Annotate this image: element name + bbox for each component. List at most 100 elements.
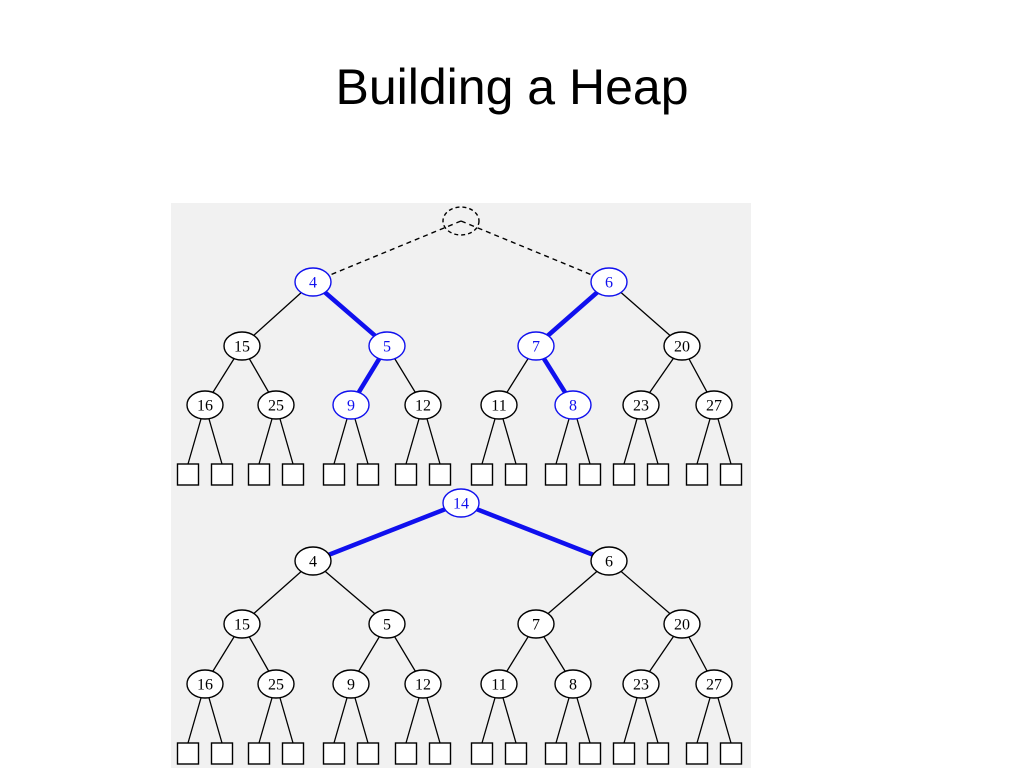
heap-node-circle — [442, 206, 480, 236]
heap-node-circle — [294, 267, 332, 297]
heap-node-circle — [368, 331, 406, 361]
heap-node-key: 8 — [569, 398, 577, 415]
heap-node-circle — [622, 390, 660, 420]
heap-node-circle — [257, 390, 295, 420]
heap-node-key: 15 — [234, 339, 250, 356]
external-leaf-box — [176, 463, 200, 486]
heap-edge — [312, 220, 462, 283]
heap-node: 15 — [223, 331, 261, 361]
external-leaf-box — [646, 742, 670, 765]
heap-node: 6 — [590, 267, 628, 297]
heap-node-key: 25 — [268, 677, 284, 694]
heap-edge — [312, 500, 462, 564]
external-leaf-box — [428, 463, 452, 486]
heap-node-key: 14 — [453, 496, 469, 513]
heap-node-key: 5 — [383, 617, 391, 634]
heap-node-key: 20 — [674, 617, 690, 634]
heap-node-circle — [404, 669, 442, 699]
heap-node-circle — [294, 546, 332, 576]
heap-node-circle — [223, 609, 261, 639]
external-leaf-box — [394, 742, 418, 765]
heap-node-circle — [663, 331, 701, 361]
heap-edge — [460, 220, 610, 283]
heap-edge — [460, 500, 610, 564]
external-leaf-box — [356, 463, 380, 486]
heap-node-key: 11 — [491, 398, 506, 415]
slide-title: Building a Heap — [335, 59, 689, 115]
external-leaf-box — [578, 463, 602, 486]
heap-node-circle — [223, 331, 261, 361]
heap-node-circle — [368, 609, 406, 639]
heap-node: 27 — [695, 669, 733, 699]
external-leaf-box — [719, 463, 743, 486]
external-leaf-box — [470, 742, 494, 765]
heap-node-circle — [695, 669, 733, 699]
external-leaf-box — [504, 463, 528, 486]
heap-node-key: 20 — [674, 339, 690, 356]
heap-node: 5 — [368, 609, 406, 639]
heap-node: 16 — [186, 669, 224, 699]
heap-node: 8 — [554, 390, 592, 420]
external-leaf-box — [281, 463, 305, 486]
heap-node-key: 27 — [706, 677, 722, 694]
external-leaf-box — [247, 463, 271, 486]
heap-node: 25 — [257, 669, 295, 699]
external-leaf-box — [578, 742, 602, 765]
heap-node: 4 — [294, 267, 332, 297]
heap-node-key: 12 — [415, 398, 431, 415]
heap-node-key: 8 — [569, 677, 577, 694]
heap-node-circle — [695, 390, 733, 420]
heap-node-key: 12 — [415, 677, 431, 694]
heap-node-circle — [554, 669, 592, 699]
heap-node-key: 9 — [347, 398, 355, 415]
external-leaf-box — [719, 742, 743, 765]
heap-node-circle — [480, 390, 518, 420]
heap-node: 20 — [663, 609, 701, 639]
heap-node: 12 — [404, 669, 442, 699]
heap-node: 4 — [294, 546, 332, 576]
heap-node-key: 4 — [309, 275, 317, 292]
heap-node-circle — [442, 488, 480, 518]
heap-node-key: 4 — [309, 554, 317, 571]
external-leaf-box — [685, 463, 709, 486]
heap-node-key: 15 — [234, 617, 250, 634]
external-leaf-box — [504, 742, 528, 765]
heap-node: 6 — [590, 546, 628, 576]
heap-node-key: 23 — [633, 677, 649, 694]
external-leaf-box — [210, 742, 234, 765]
heap-node: 9 — [332, 669, 370, 699]
external-leaf-box — [281, 742, 305, 765]
heap-node-key: 7 — [532, 617, 540, 634]
heap-node-key: 6 — [605, 554, 613, 571]
heap-node-circle — [554, 390, 592, 420]
heap-node-circle — [332, 390, 370, 420]
heap-node: 23 — [622, 669, 660, 699]
heap-node: 9 — [332, 390, 370, 420]
heap-node: 25 — [257, 390, 295, 420]
heap-node-key: 7 — [532, 339, 540, 356]
heap-node: 23 — [622, 390, 660, 420]
heap-node: 7 — [517, 331, 555, 361]
heap-node-key: 16 — [197, 677, 213, 694]
heap-node-circle — [590, 546, 628, 576]
heap-node-key: 23 — [633, 398, 649, 415]
heap-node: 11 — [480, 669, 518, 699]
heap-node-circle — [480, 669, 518, 699]
heap-node: 11 — [480, 390, 518, 420]
heap-node: 20 — [663, 331, 701, 361]
heap-node-key: 9 — [347, 677, 355, 694]
heap-node-circle — [622, 669, 660, 699]
heap-node-circle — [186, 669, 224, 699]
external-leaf-box — [612, 463, 636, 486]
heap-node-key: 25 — [268, 398, 284, 415]
heap-node: 16 — [186, 390, 224, 420]
heap-node: 8 — [554, 669, 592, 699]
heap-node-root: 14 — [442, 488, 480, 518]
external-leaf-box — [470, 463, 494, 486]
external-leaf-box — [322, 742, 346, 765]
external-leaf-box — [394, 463, 418, 486]
external-leaf-box — [322, 463, 346, 486]
